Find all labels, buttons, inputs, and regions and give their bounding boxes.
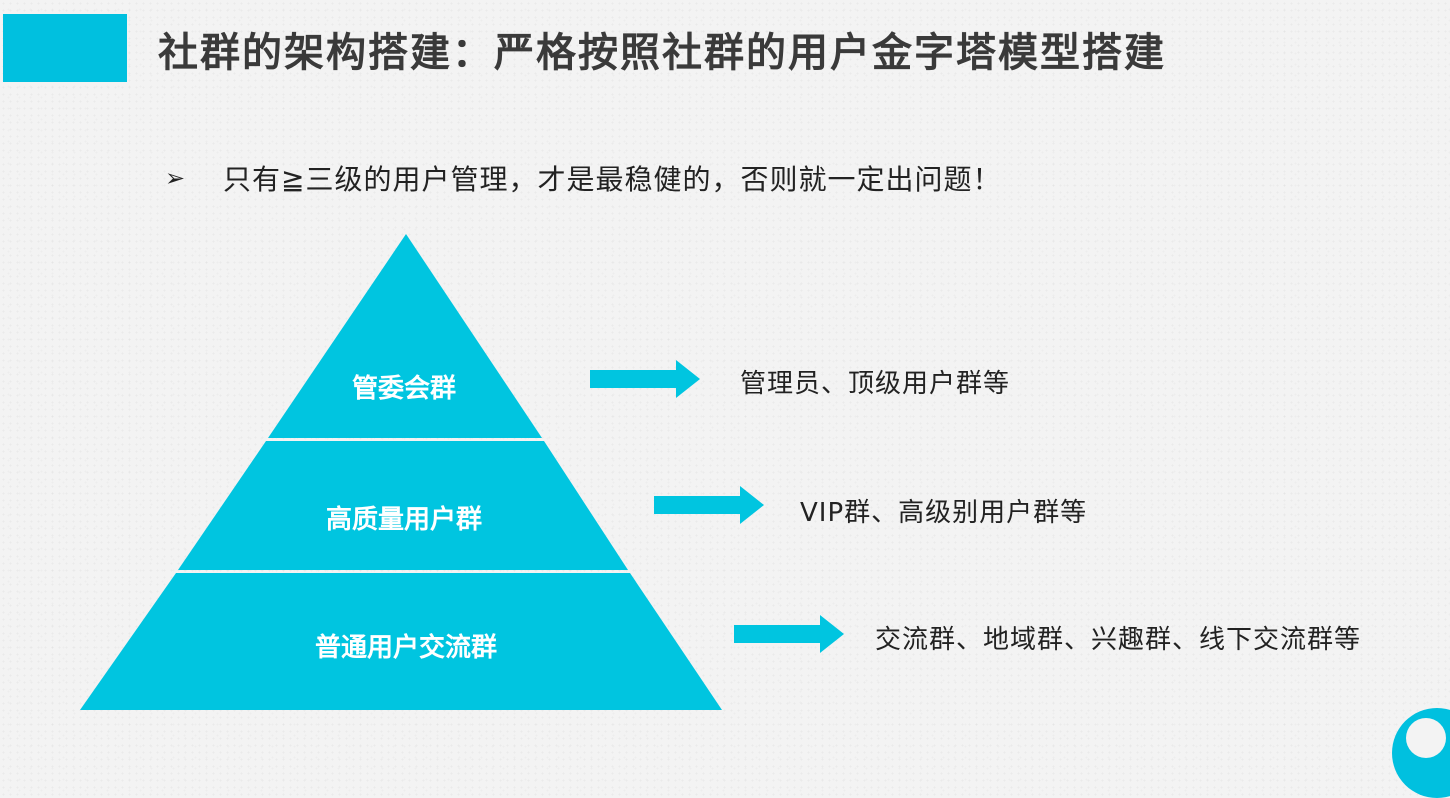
arrow-bullet-icon: ➢ — [165, 164, 186, 192]
pyramid-level-top-label: 管委会群 — [352, 374, 456, 404]
pyramid-level-top-description: 管理员、顶级用户群等 — [740, 369, 1011, 399]
pyramid-level-middle-label: 高质量用户群 — [326, 504, 482, 535]
arrow-right-icon — [654, 486, 764, 524]
pyramid-level-bottom-label: 普通用户交流群 — [315, 632, 497, 663]
pyramid-level-bottom — [80, 573, 722, 710]
pyramid-level-middle-description: VIP群、高级别用户群等 — [800, 498, 1088, 528]
bullet-point: ➢ 只有≧三级的用户管理，才是最稳健的，否则就一定出问题！ — [165, 158, 1001, 198]
pyramid-level-bottom-description: 交流群、地域群、兴趣群、线下交流群等 — [875, 625, 1362, 655]
pyramid-diagram: 管委会群 高质量用户群 普通用户交流群 — [80, 234, 844, 710]
arrow-right-icon — [734, 615, 844, 653]
bullet-text: 只有≧三级的用户管理，才是最稳健的，否则就一定出问题！ — [223, 163, 1002, 196]
page-title: 社群的架构搭建：严格按照社群的用户金字塔模型搭建 — [158, 30, 1166, 76]
pyramid-level-top — [268, 234, 542, 438]
pyramid-level-middle — [178, 441, 628, 570]
title-accent-block — [3, 14, 127, 82]
arrow-right-icon — [590, 360, 700, 398]
